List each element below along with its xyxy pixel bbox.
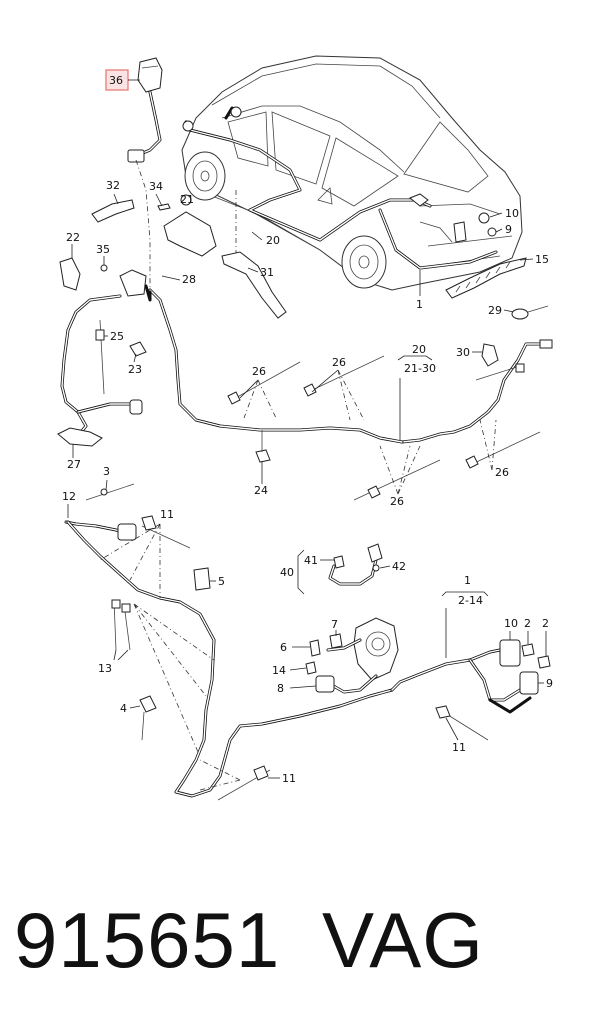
callout-11-b: 11 (282, 772, 296, 785)
callout-14: 14 (272, 664, 286, 677)
callout-24: 24 (254, 484, 268, 497)
callout-21: 21 (180, 193, 194, 206)
callout-10-bottom: 10 (504, 617, 518, 630)
callout-26-c: 26 (390, 495, 404, 508)
callout-12: 12 (62, 490, 76, 503)
callout-29: 29 (488, 304, 502, 317)
callout-9-bottom: 9 (546, 677, 553, 690)
callout-41: 41 (304, 554, 318, 567)
footer: 915651 VAG (0, 880, 600, 1000)
callout-34: 34 (149, 180, 163, 193)
callout-40: 40 (280, 566, 294, 579)
callout-2-14: 2-14 (458, 594, 483, 607)
callout-31: 31 (260, 266, 274, 279)
callout-26-d: 26 (495, 466, 509, 479)
callout-28: 28 (182, 273, 196, 286)
callout-30: 30 (456, 346, 470, 359)
callout-26-a: 26 (252, 365, 266, 378)
callout-7: 7 (331, 618, 338, 631)
callout-10-top: 10 (505, 207, 519, 220)
part-36-sensor (127, 57, 163, 163)
callout-22: 22 (66, 231, 80, 244)
callout-27: 27 (67, 458, 81, 471)
callout-1-group: 1 (464, 574, 471, 587)
callout-2-b: 2 (542, 617, 549, 630)
callout-35: 35 (96, 243, 110, 256)
wiring-harness-diagram: 36 32 34 21 22 35 28 20 31 1 10 9 15 29 … (57, 55, 553, 801)
callout-32: 32 (106, 179, 120, 192)
callout-23: 23 (128, 363, 142, 376)
callout-11-a: 11 (160, 508, 174, 521)
callout-20-group: 20 (412, 343, 426, 356)
callout-2-a: 2 (524, 617, 531, 630)
callout-15: 15 (535, 253, 549, 266)
callout-36: 36 (109, 74, 123, 87)
callout-3: 3 (103, 465, 110, 478)
callout-8: 8 (277, 682, 284, 695)
callout-20-top: 20 (266, 234, 280, 247)
callout-21-30: 21-30 (404, 362, 436, 375)
part-number: 915651 (14, 896, 281, 984)
car-illustration (181, 55, 523, 291)
brand-label: VAG (322, 896, 484, 984)
callout-1-top: 1 (416, 298, 423, 311)
callout-5: 5 (218, 575, 225, 588)
bumper-bracket-15 (445, 257, 527, 299)
callout-4: 4 (120, 702, 127, 715)
callout-13: 13 (98, 662, 112, 675)
callout-9-top: 9 (505, 223, 512, 236)
callout-11-c: 11 (452, 741, 466, 754)
callout-42: 42 (392, 560, 406, 573)
callout-26-b: 26 (332, 356, 346, 369)
callout-25: 25 (110, 330, 124, 343)
callout-6: 6 (280, 641, 287, 654)
